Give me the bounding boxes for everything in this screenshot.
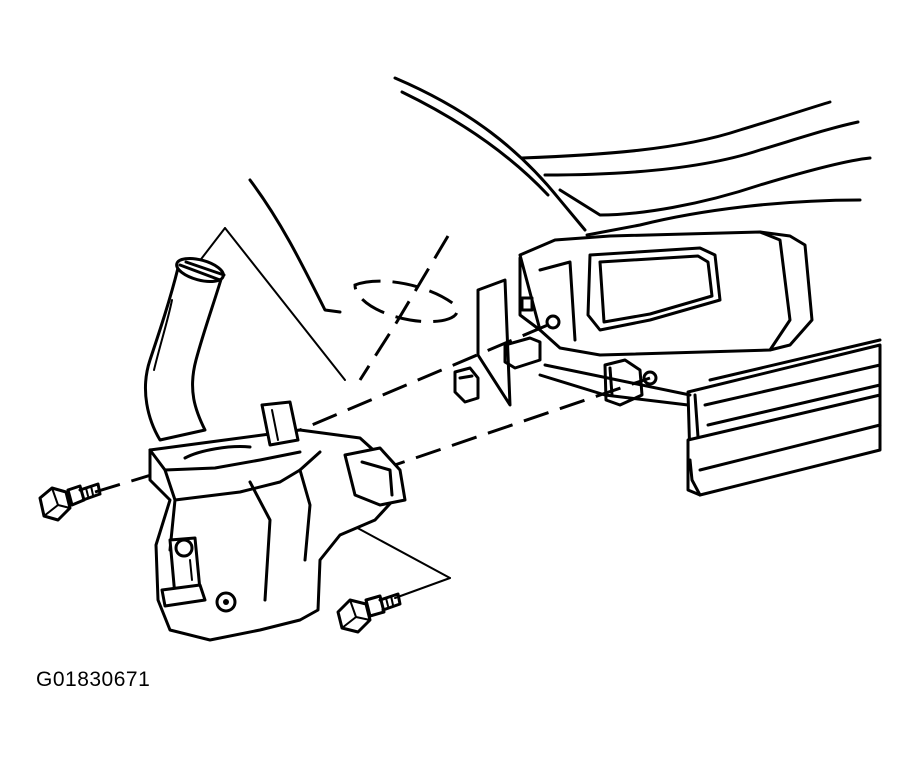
bracket-tab xyxy=(476,278,542,407)
mounting-bracket xyxy=(518,230,814,407)
fender-cutaway-outline xyxy=(353,235,459,381)
bolt-lower xyxy=(336,592,402,634)
bolt-upper-left xyxy=(38,482,102,522)
fender-panel xyxy=(248,76,872,314)
crossmember-rail xyxy=(538,338,882,497)
clip-nut xyxy=(453,366,480,404)
coolant-reservoir xyxy=(143,257,407,642)
figure-id-label: G01830671 xyxy=(36,668,151,691)
